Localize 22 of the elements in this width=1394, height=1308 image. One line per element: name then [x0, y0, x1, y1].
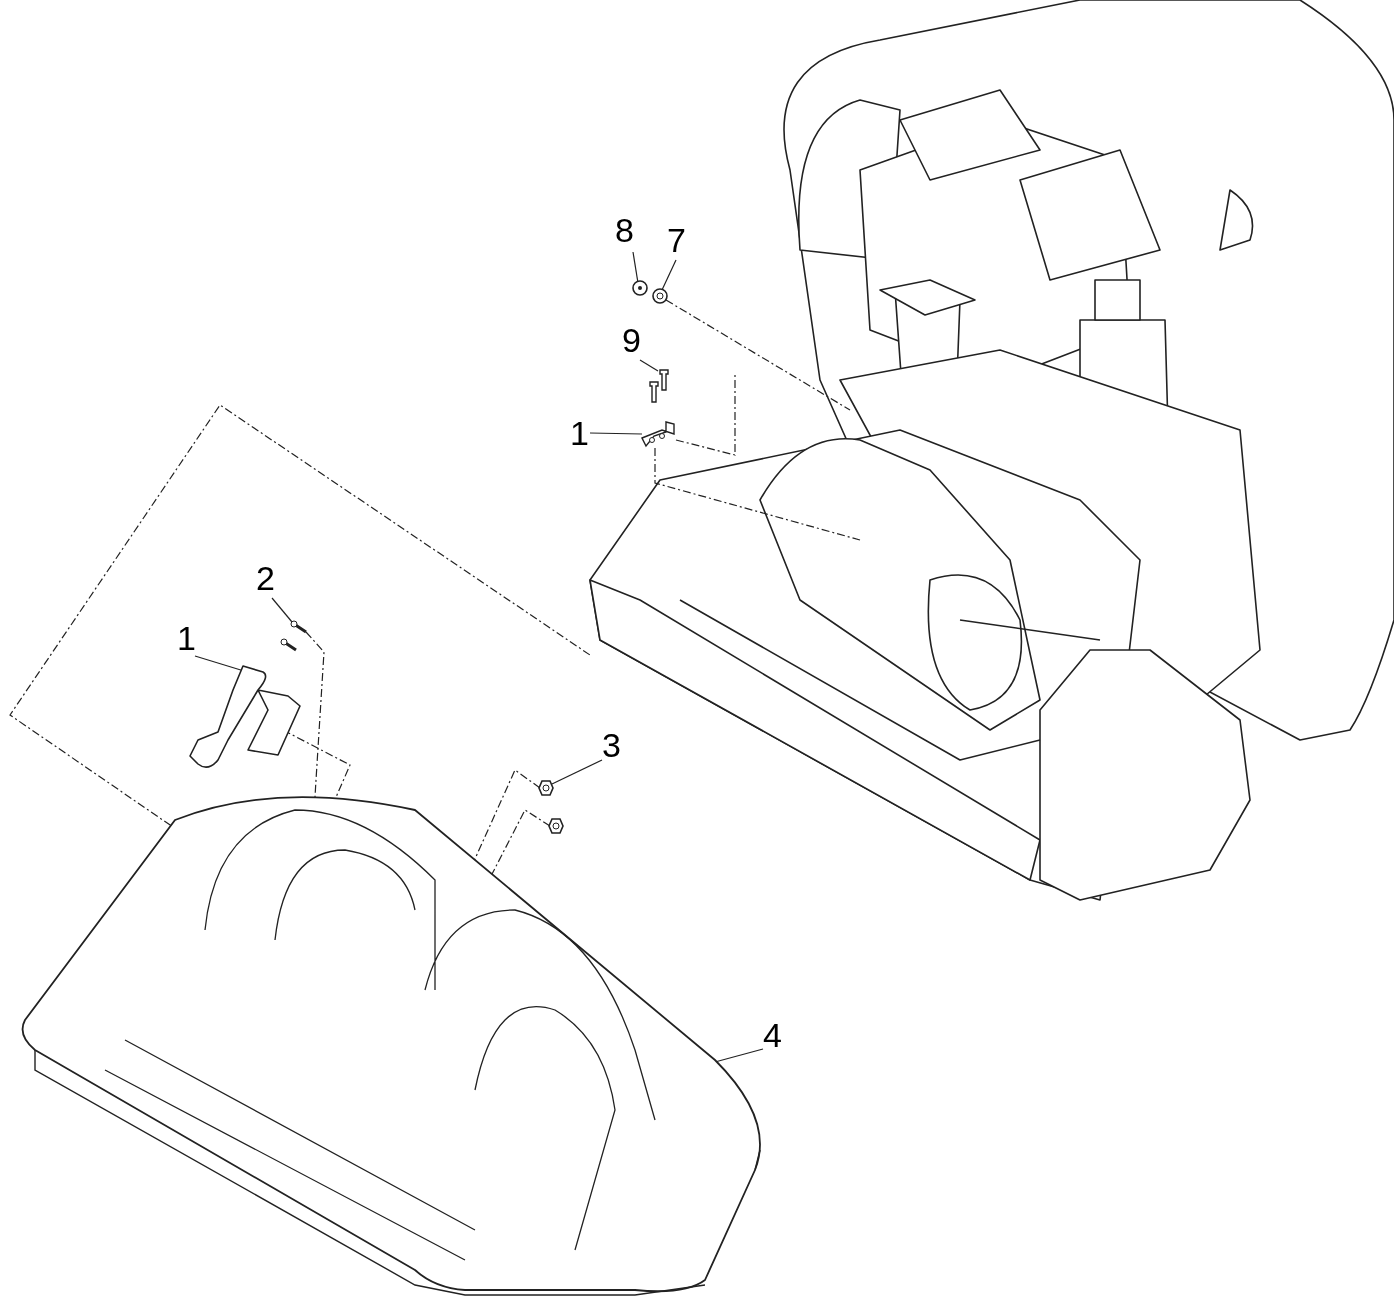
assembly-line — [665, 299, 851, 411]
leader-line — [271, 597, 293, 623]
leader-line — [589, 432, 643, 435]
callout-number: 1 — [570, 415, 589, 451]
leader-line — [551, 759, 603, 785]
leader-line — [661, 259, 677, 291]
callout-number: 4 — [763, 1017, 782, 1053]
callout-number: 1 — [177, 620, 196, 656]
callout-number: 7 — [667, 222, 686, 258]
callout-number: 8 — [615, 212, 634, 248]
leader-line — [632, 251, 639, 284]
bracket-drawing — [640, 420, 676, 448]
callout-number: 3 — [602, 727, 621, 763]
nut-drawing — [548, 818, 564, 834]
callout-number: 9 — [622, 322, 641, 358]
leader-line — [639, 359, 659, 372]
assembly-line — [675, 374, 736, 456]
screw-drawing — [632, 280, 648, 296]
nut-drawing — [538, 780, 554, 796]
washer-drawing — [652, 288, 668, 304]
assembly-line — [654, 447, 861, 541]
callout-number: 2 — [256, 560, 275, 596]
